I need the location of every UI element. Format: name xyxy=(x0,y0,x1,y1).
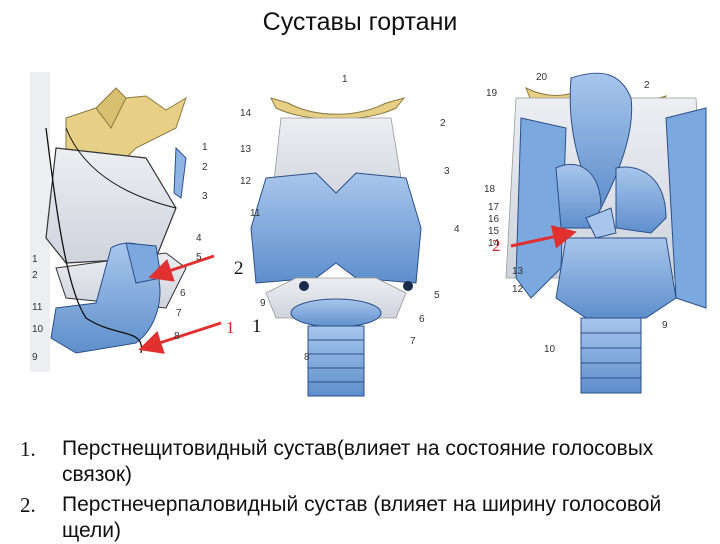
label-num: 6 xyxy=(419,314,425,325)
label-num: 4 xyxy=(196,233,202,244)
label-num: 2 xyxy=(32,270,38,281)
label-num: 8 xyxy=(304,352,310,363)
label-num: 20 xyxy=(536,72,548,83)
label-num: 1 xyxy=(342,74,348,85)
larynx-figure: 2 1 1 2 1 2 3 4 5 6 7 8 1 2 11 10 9 1 14… xyxy=(26,68,720,398)
label-num: 4 xyxy=(454,224,460,235)
label-num: 3 xyxy=(202,191,208,202)
label-num: 1 xyxy=(202,142,208,153)
callout-middle-1: 1 xyxy=(252,316,262,337)
label-num: 14 xyxy=(240,108,252,119)
label-num: 12 xyxy=(512,284,524,295)
label-num: 13 xyxy=(240,144,252,155)
label-num: 8 xyxy=(174,331,180,342)
posterior-view xyxy=(505,72,707,394)
label-num: 9 xyxy=(662,320,668,331)
list-item: 1. Перстнещитовидный сустав(влияет на со… xyxy=(20,436,710,488)
label-num: 5 xyxy=(196,252,202,263)
label-num: 16 xyxy=(488,214,500,225)
list-text: Перстнечерпаловидный сустав (влияет на ш… xyxy=(62,493,662,542)
label-num: 9 xyxy=(32,352,38,363)
label-num: 2 xyxy=(202,162,208,173)
label-num: 1 xyxy=(32,254,38,265)
lateral-view xyxy=(30,72,187,372)
label-num: 13 xyxy=(512,266,524,277)
label-num: 11 xyxy=(250,208,261,219)
list-item: 2. Перстнечерпаловидный сустав (влияет н… xyxy=(20,492,710,544)
label-num: 15 xyxy=(488,226,500,237)
label-num: 14 xyxy=(488,238,500,249)
label-num: 6 xyxy=(180,288,186,299)
label-num: 11 xyxy=(32,302,43,313)
label-num: 9 xyxy=(260,298,266,309)
arrow-left-1 xyxy=(138,321,222,354)
label-num: 10 xyxy=(32,324,44,335)
label-num: 19 xyxy=(486,88,498,99)
label-num: 7 xyxy=(410,336,416,347)
joint-list: 1. Перстнещитовидный сустав(влияет на со… xyxy=(20,436,710,544)
label-num: 2 xyxy=(440,118,446,129)
label-num: 2 xyxy=(644,80,650,91)
arrow-right-2 xyxy=(510,225,577,249)
anterior-view xyxy=(250,97,422,397)
label-num: 12 xyxy=(240,176,252,187)
label-num: 3 xyxy=(444,166,450,177)
arrow-left-2 xyxy=(148,254,215,282)
list-marker: 2. xyxy=(20,493,36,517)
larynx-illustration xyxy=(30,72,707,397)
slide-title: Суставы гортани xyxy=(262,8,458,36)
label-num: 5 xyxy=(434,290,440,301)
callout-left-1: 1 xyxy=(226,318,235,337)
label-num: 10 xyxy=(544,344,556,355)
label-num: 7 xyxy=(176,308,182,319)
callout-right-2: 2 xyxy=(492,236,501,255)
list-text: Перстнещитовидный сустав(влияет на состо… xyxy=(62,437,654,486)
callout-left-2: 2 xyxy=(234,258,244,279)
list-marker: 1. xyxy=(20,437,36,461)
label-num: 18 xyxy=(484,184,496,195)
label-num: 17 xyxy=(488,202,500,213)
